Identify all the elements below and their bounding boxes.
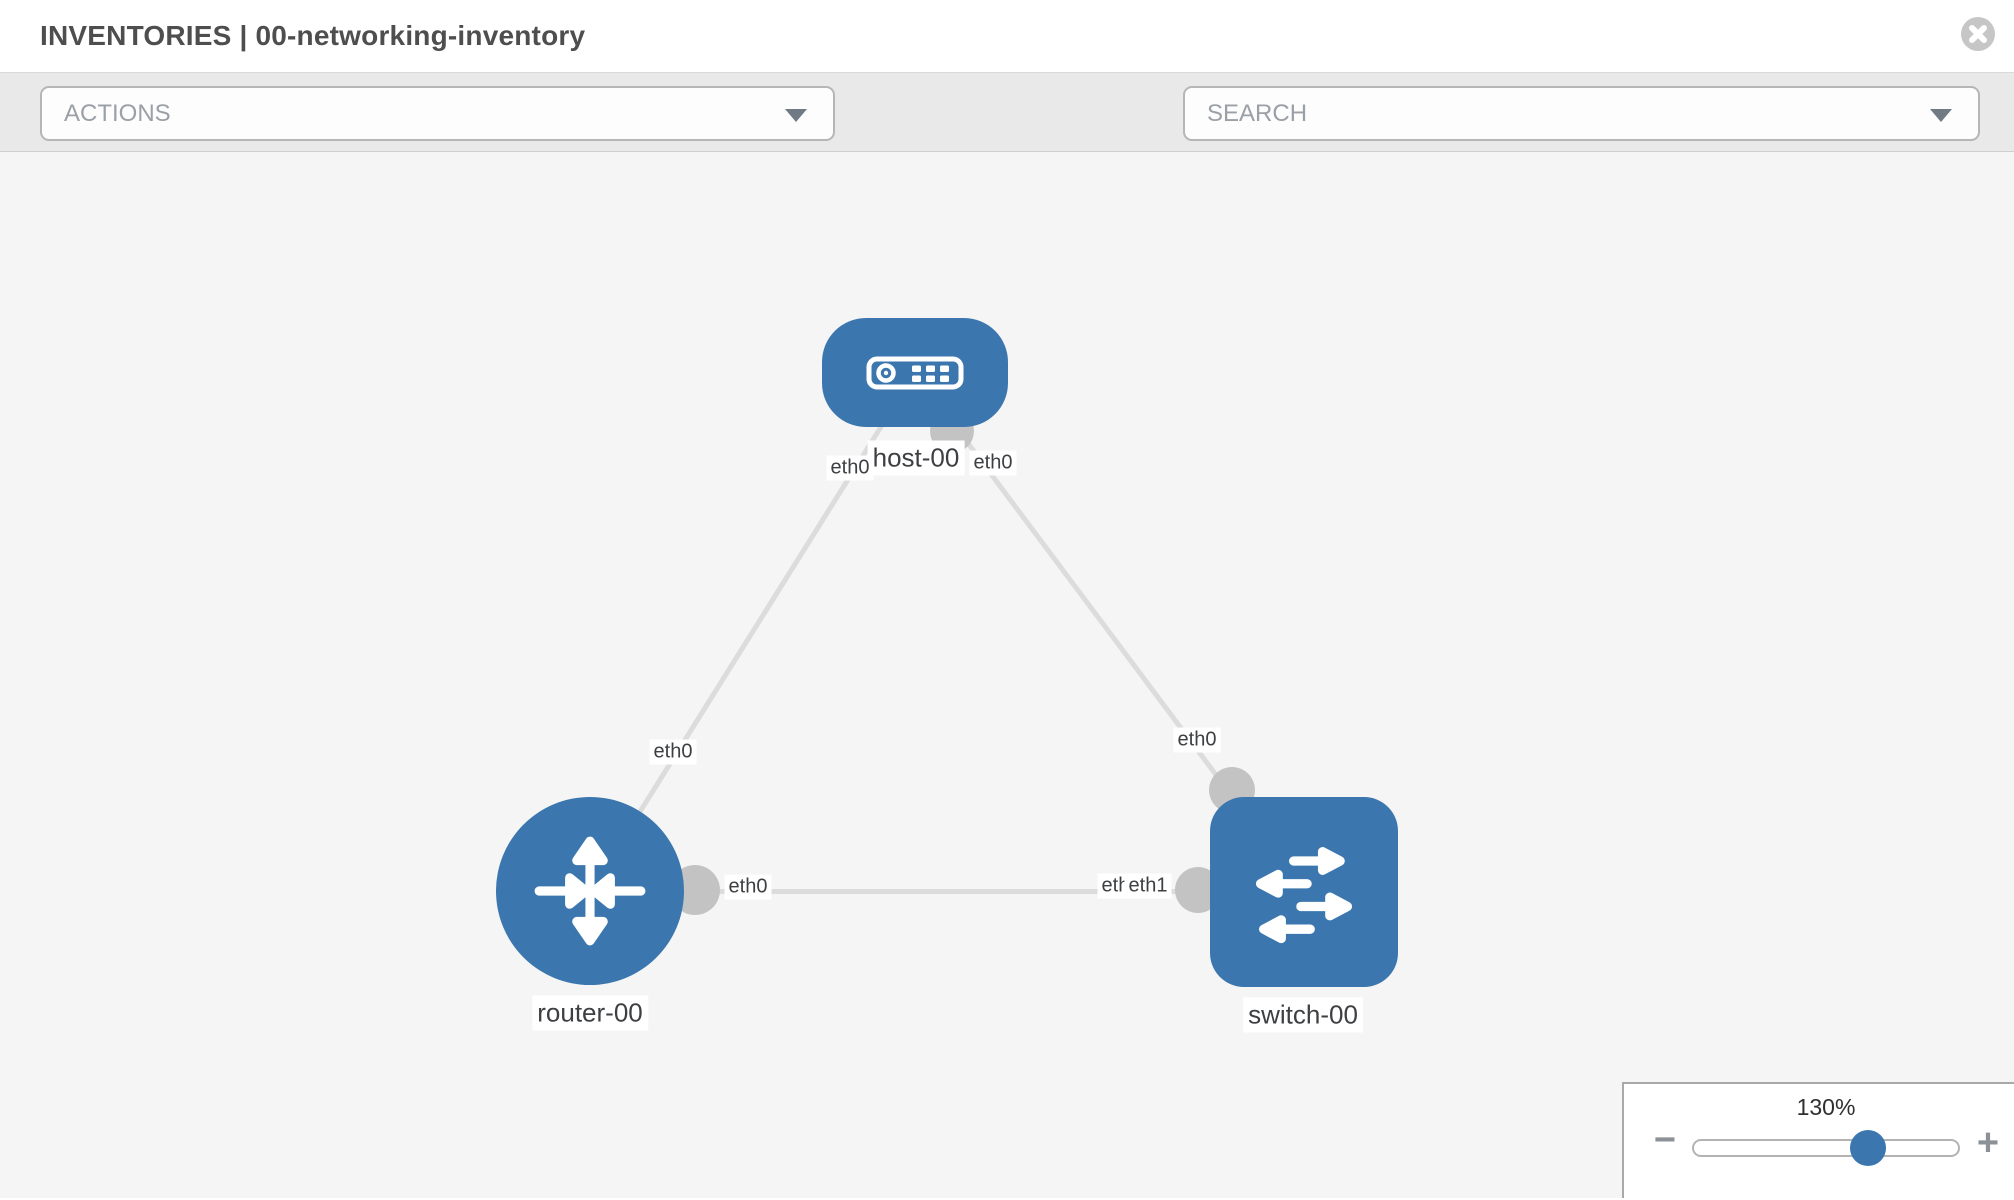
switch-icon <box>1255 847 1353 944</box>
zoom-slider-track[interactable] <box>1692 1130 1960 1166</box>
zoom-slider-handle[interactable] <box>1850 1130 1886 1166</box>
node-label-host-00: host-00 <box>867 440 965 476</box>
search-dropdown[interactable]: SEARCH <box>1183 86 1980 141</box>
zoom-in-button[interactable]: + <box>1976 1122 2000 1164</box>
actions-dropdown-label: ACTIONS <box>64 99 171 127</box>
node-router-00[interactable] <box>496 797 684 985</box>
toolbar: ACTIONS SEARCH <box>0 72 2014 208</box>
link-router-switch[interactable] <box>590 889 1304 894</box>
close-button[interactable] <box>1960 16 1996 52</box>
page-title: INVENTORIES | 00-networking-inventory <box>40 20 586 51</box>
topology-canvas[interactable]: host-00 router-00 switch-00 eth0 eth0 et… <box>0 152 2014 1198</box>
interface-label-host-switch-hostside: eth0 <box>969 450 1017 476</box>
zoom-panel: 130% − + <box>1622 1082 2014 1198</box>
interface-label-router-switch-routerside: eth0 <box>724 874 772 900</box>
node-switch-00[interactable] <box>1210 797 1398 987</box>
interface-label-host-switch-switchside: eth0 <box>1173 727 1221 753</box>
interface-label-router-switch-switchside: eth1 <box>1124 873 1172 899</box>
actions-dropdown[interactable]: ACTIONS <box>40 86 835 141</box>
chevron-down-icon <box>785 108 807 122</box>
interface-label-host-router-hostside: eth0 <box>826 455 874 481</box>
header: INVENTORIES | 00-networking-inventory <box>0 0 2014 72</box>
node-label-switch-00: switch-00 <box>1243 997 1363 1033</box>
node-label-router-00: router-00 <box>532 995 648 1031</box>
zoom-level-value: 130% <box>1796 1094 1856 1120</box>
node-host-00[interactable] <box>822 318 1008 427</box>
interface-label-host-router-routerside: eth0 <box>649 739 697 765</box>
router-icon <box>534 836 646 946</box>
close-icon <box>1961 17 1995 51</box>
zoom-out-button[interactable]: − <box>1653 1119 1677 1161</box>
search-placeholder: SEARCH <box>1207 99 1308 127</box>
chevron-down-icon <box>1930 108 1952 122</box>
host-icon <box>866 356 964 389</box>
